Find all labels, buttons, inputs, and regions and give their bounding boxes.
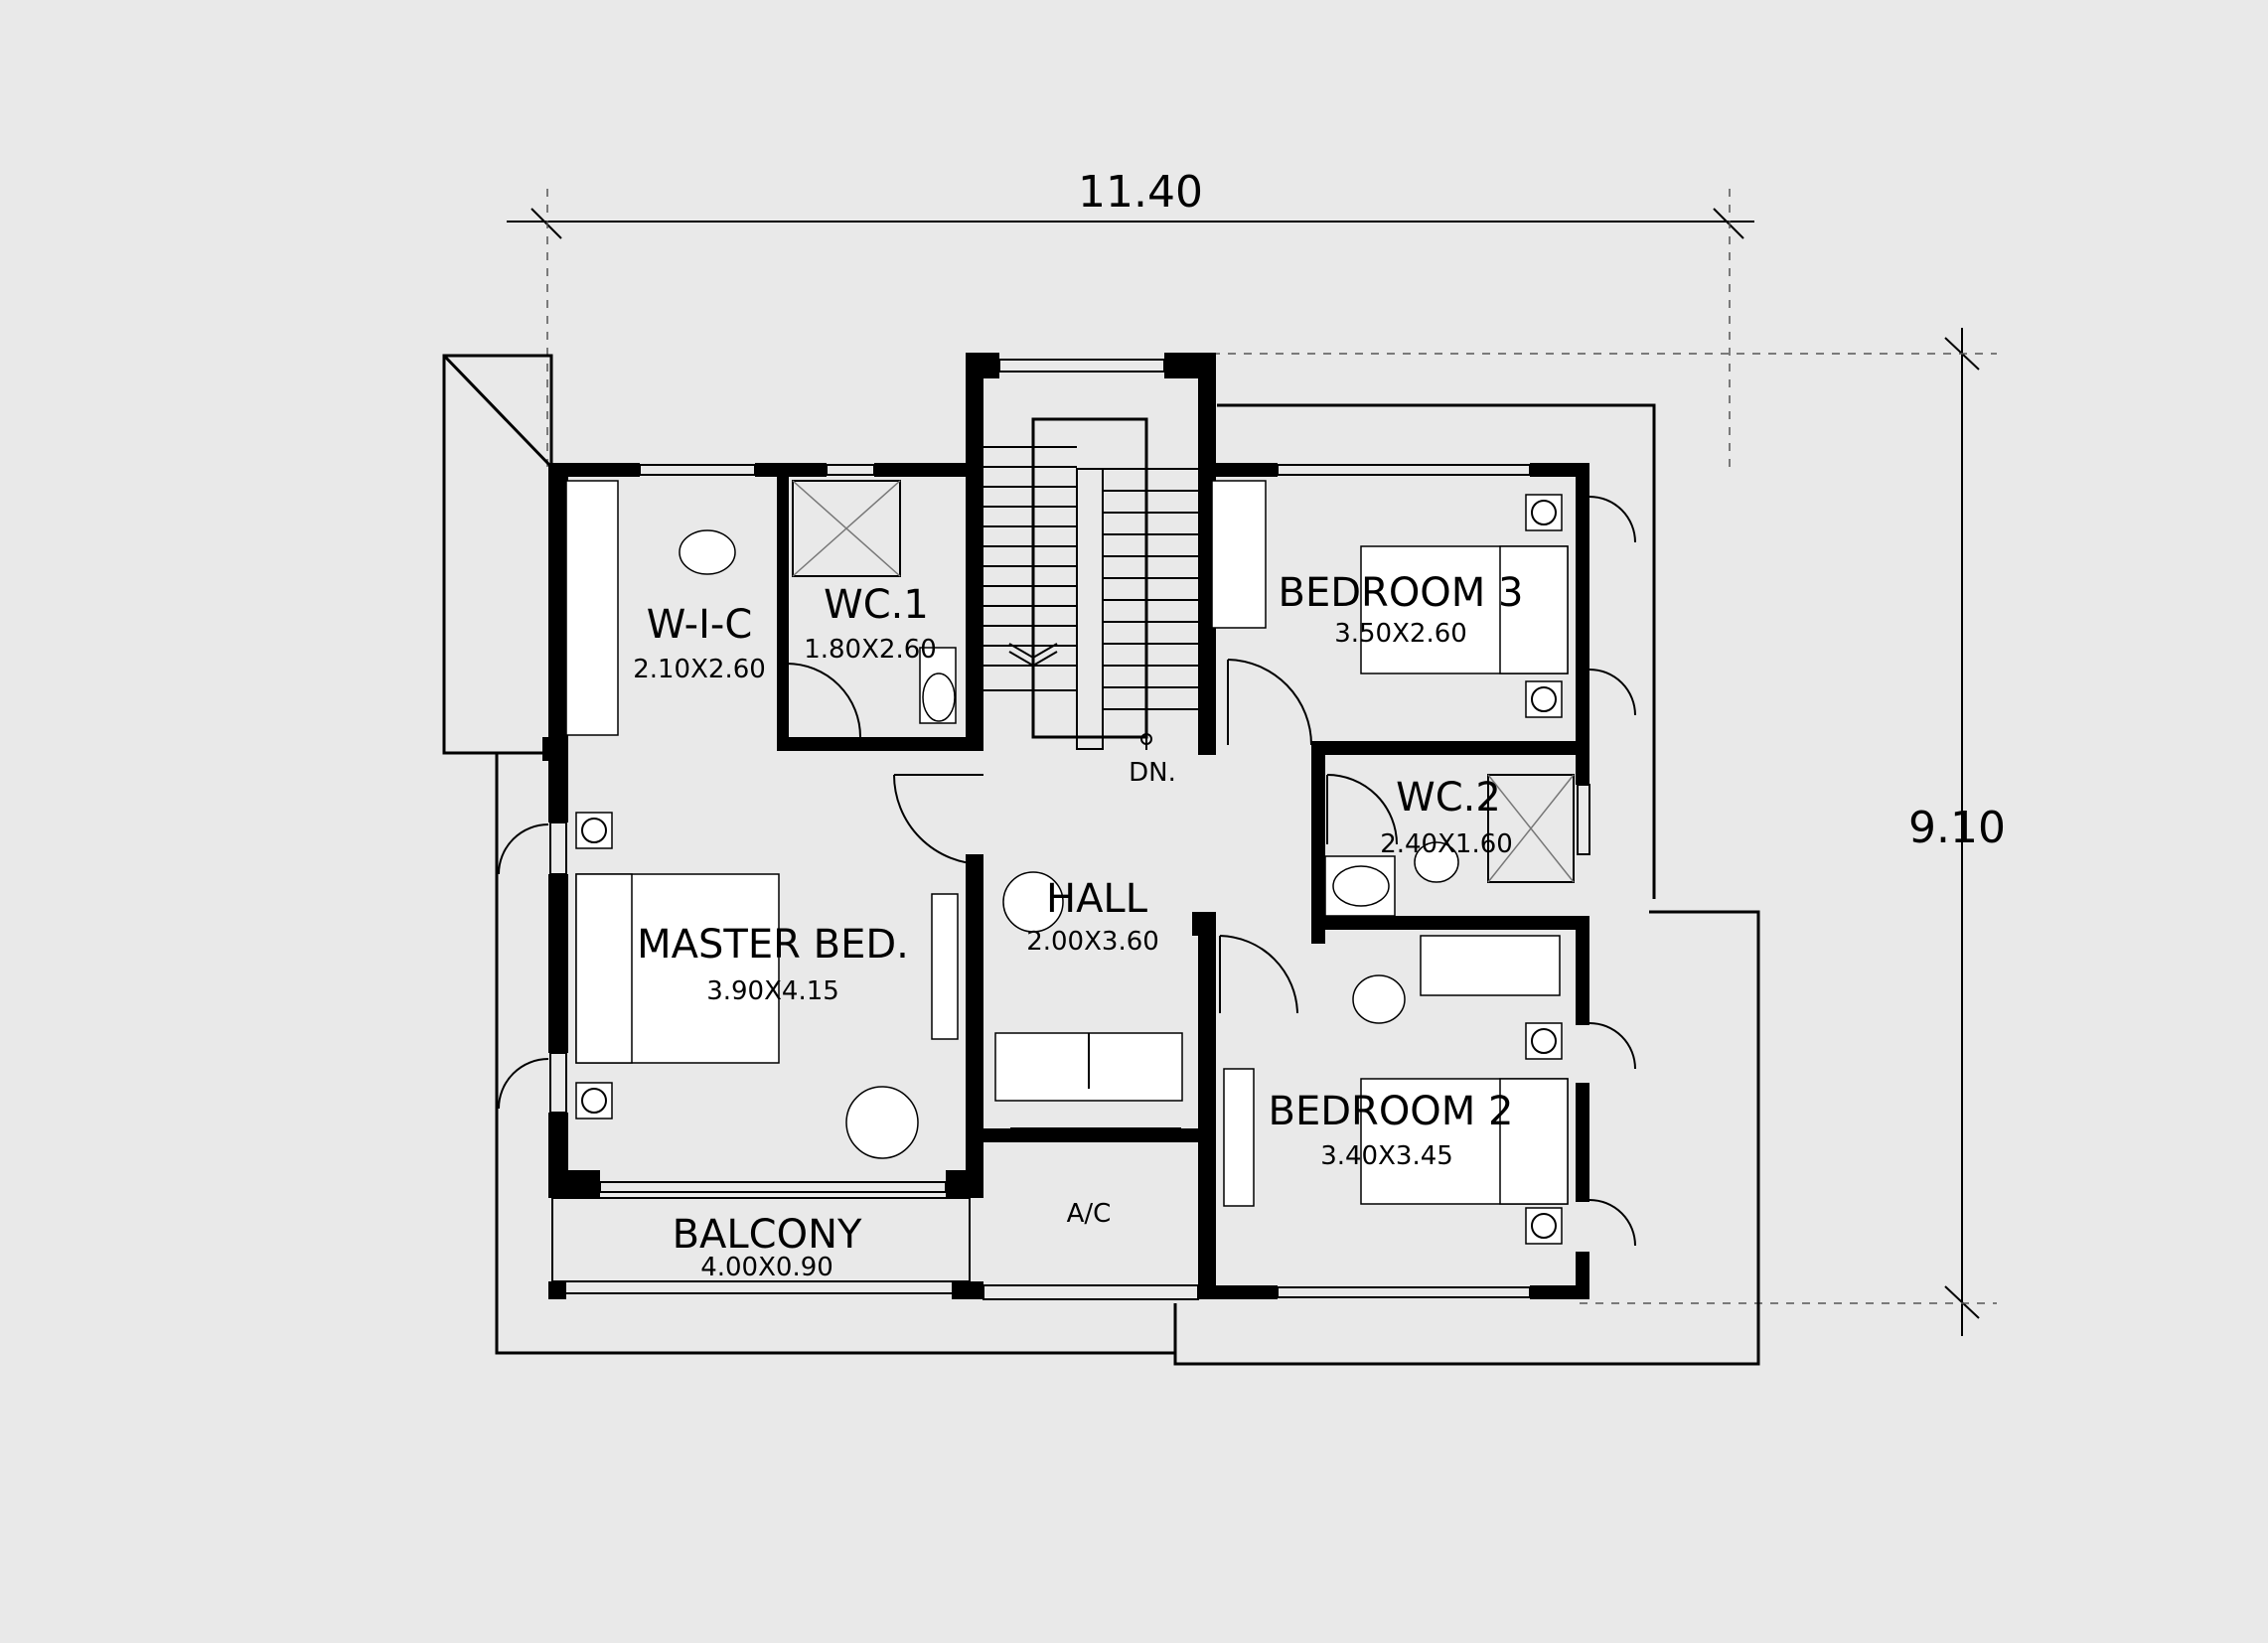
staircase [983,417,1198,750]
walls [542,353,1589,1299]
balcony-size: 4.00X0.90 [700,1253,833,1282]
windows [549,359,1590,1298]
bedroom2-size: 3.40X3.45 [1320,1141,1453,1171]
wic-size: 2.10X2.60 [633,655,766,684]
wc2-size: 2.40X1.60 [1380,829,1513,859]
toilet-icon [679,529,736,575]
beds [575,545,1569,1205]
bedroom3-label: BEDROOM 3 [1279,570,1524,616]
balcony-railing [548,1197,1216,1300]
bedroom3-size: 3.50X2.60 [1334,619,1467,649]
hall-label: HALL [1046,876,1148,922]
roof-outline [442,354,1760,1366]
wc2-label: WC.2 [1396,775,1501,821]
stair-down-label: DN. [1129,758,1176,788]
wic-label: W-I-C [647,602,753,648]
wc1-label: WC.1 [824,582,929,628]
doors [498,496,1636,1247]
stair-arrow-icon [1008,643,1058,660]
nightstands [575,494,1563,1245]
bedroom2-label: BEDROOM 2 [1269,1089,1514,1134]
master-bedroom-label: MASTER BED. [637,922,909,968]
balcony-label: BALCONY [673,1212,862,1258]
armchair-icon [845,1086,919,1159]
bathroom-fixtures [679,480,1575,1024]
toilet-icon [1352,974,1406,1024]
sink-icon [1332,865,1390,907]
ac-label: A/C [1067,1199,1112,1229]
closets [565,480,1561,996]
stair-treads [983,446,1198,710]
sink-icon [922,672,956,722]
wc1-size: 1.80X2.60 [804,635,937,665]
living-furniture [845,871,1255,1207]
toilet-icon [1414,841,1459,883]
hall-size: 2.00X3.60 [1026,927,1159,957]
overall-depth-label: 9.10 [1908,803,2006,853]
dimension-lines [507,189,1997,1336]
overall-width-label: 11.40 [1078,167,1203,218]
master-bedroom-size: 3.90X4.15 [706,976,839,1006]
armchair-icon [1002,871,1064,933]
room-labels: W-I-C 2.10X2.60 WC.1 1.80X2.60 BEDROOM 3… [633,570,1523,1282]
